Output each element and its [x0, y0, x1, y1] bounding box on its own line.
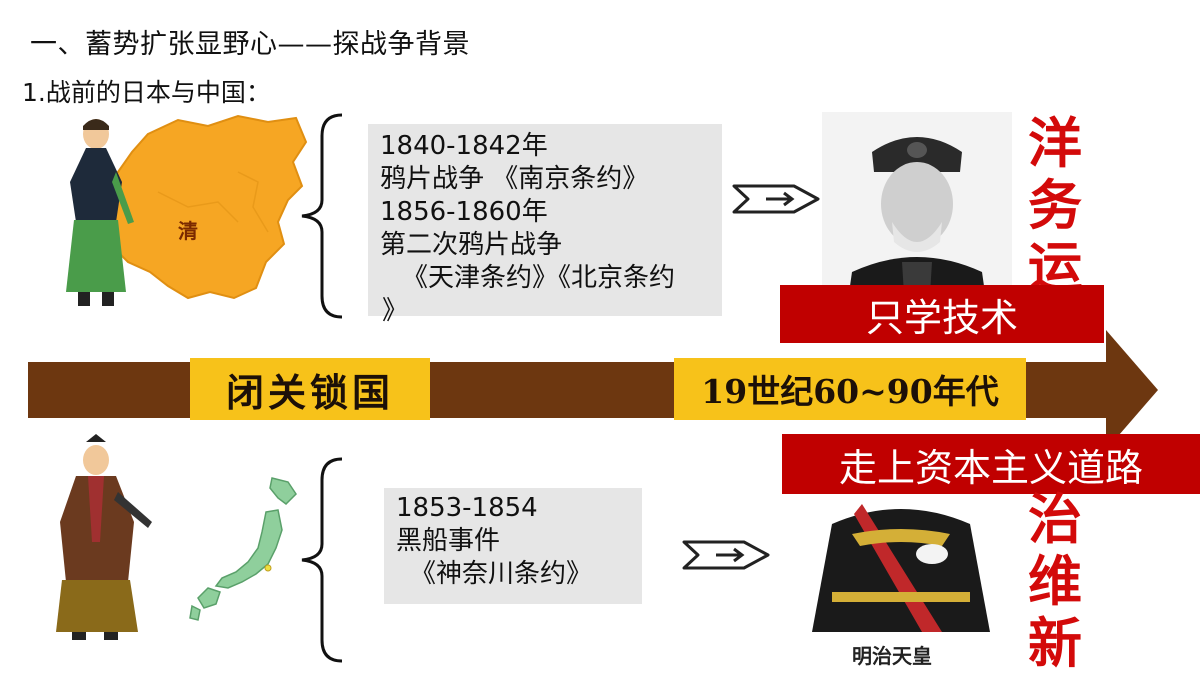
china-event-line: 鸦片战争 《南京条约》 — [380, 164, 649, 194]
japan-event-line: 黑船事件 — [396, 526, 501, 556]
japan-arrow-icon — [682, 540, 770, 570]
qing-map-label: 清 — [178, 219, 198, 243]
china-event-line: 》 — [382, 296, 409, 326]
timeline-arrowhead — [1106, 330, 1158, 450]
japan-events-box: 1853-1854 黑船事件 《神奈川条约》 — [384, 488, 642, 604]
timeline-right-label: 19世纪60~90年代 — [674, 358, 1026, 420]
meiji-emperor-caption: 明治天皇 — [852, 644, 932, 668]
bottom-red-banner: 走上资本主义道路 — [782, 434, 1200, 494]
movement-char: 新 — [1028, 611, 1082, 675]
china-event-line: 第二次鸦片战争 — [380, 230, 563, 260]
meiji-restoration-text: 治 维 新 — [1024, 488, 1086, 674]
timeline-left-label: 闭关锁国 — [190, 358, 430, 420]
movement-char: 洋 — [1028, 111, 1082, 175]
movement-char: 务 — [1028, 173, 1082, 237]
japan-event-line: 1853-1854 — [396, 493, 538, 523]
china-events-box: 1840-1842年 鸦片战争 《南京条约》 1856-1860年 第二次鸦片战… — [368, 124, 722, 326]
page-heading: 一、蓄势扩张显野心——探战争背景 — [30, 29, 470, 60]
top-red-banner: 只学技术 — [780, 285, 1104, 343]
china-arrow-icon — [732, 184, 820, 214]
samurai-figure — [56, 434, 152, 640]
china-event-line: 1856-1860年 — [380, 197, 548, 227]
china-event-line: 1840-1842年 — [380, 131, 548, 161]
section-subheading: 1.战前的日本与中国： — [22, 78, 271, 107]
china-event-line: 《天津条约》《北京条约 — [402, 263, 676, 293]
meiji-emperor-portrait — [792, 494, 1010, 632]
qing-official-figure — [66, 119, 134, 306]
movement-char: 维 — [1028, 549, 1082, 613]
japan-event-line: 《神奈川条约》 — [410, 559, 593, 589]
japan-bracket — [301, 457, 343, 663]
westernization-movement-text: 洋 务 运 — [1024, 112, 1086, 298]
china-bracket — [301, 113, 343, 319]
japan-map-illustration — [189, 477, 297, 621]
movement-char: 治 — [1028, 487, 1082, 551]
